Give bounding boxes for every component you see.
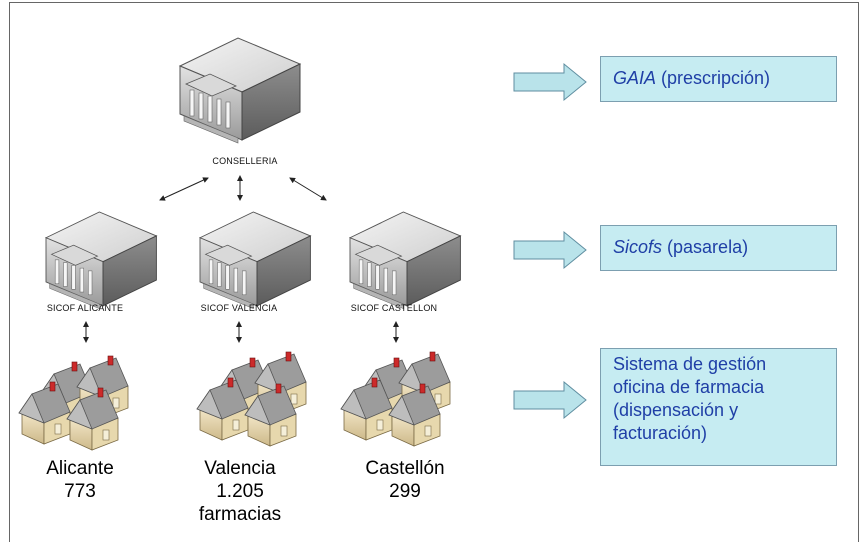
gaia-block-arrow <box>513 62 587 102</box>
link-conselleria-alicante <box>159 177 209 201</box>
link-conselleria-castellon <box>289 177 327 201</box>
region-count: 773 <box>64 481 96 502</box>
gaia-name: GAIA <box>613 68 657 88</box>
conselleria-building <box>179 37 301 144</box>
sicof-valencia-label: SICOF VALENCIA <box>200 303 278 313</box>
sicofs-desc: (pasarela) <box>662 237 749 257</box>
castellon-pharmacies-icon <box>341 352 450 446</box>
region-valencia: Valencia 1.205 farmacias <box>180 457 300 526</box>
sicofs-block-arrow <box>513 230 587 270</box>
sistema-line-4: facturación) <box>613 423 708 443</box>
slide-frame <box>9 2 859 542</box>
region-count: 1.205 <box>216 481 264 502</box>
sistema-block-arrow <box>513 380 587 420</box>
sistema-line-1: Sistema de gestión <box>613 354 767 374</box>
sistema-box: Sistema de gestión oficina de farmacia (… <box>600 348 837 466</box>
gaia-desc: (prescripción) <box>656 68 771 88</box>
valencia-pharmacies-icon <box>197 352 306 446</box>
sicof-valencia-building <box>199 211 311 310</box>
sistema-line-2: oficina de farmacia <box>613 377 765 397</box>
sicof-alicante-building <box>45 211 157 310</box>
sicofs-name: Sicofs <box>613 237 663 257</box>
sicof-castellon-label: SICOF CASTELLON <box>350 303 438 313</box>
region-extra: farmacias <box>198 504 282 525</box>
sicof-alicante-label: SICOF ALICANTE <box>46 303 124 313</box>
region-name: Valencia <box>204 458 276 479</box>
gaia-box: GAIA (prescripción) <box>600 56 837 102</box>
alicante-pharmacies-icon <box>19 356 128 450</box>
sistema-line-3: (dispensación y <box>613 400 739 420</box>
region-name: Alicante <box>46 458 114 479</box>
sicofs-box: Sicofs (pasarela) <box>600 225 837 271</box>
region-alicante: Alicante 773 <box>25 457 135 503</box>
region-count: 299 <box>389 481 421 502</box>
sicof-castellon-building <box>349 211 461 310</box>
region-castellon: Castellón 299 <box>345 457 465 503</box>
region-name: Castellón <box>365 458 445 479</box>
conselleria-label: CONSELLERIA <box>212 156 278 166</box>
